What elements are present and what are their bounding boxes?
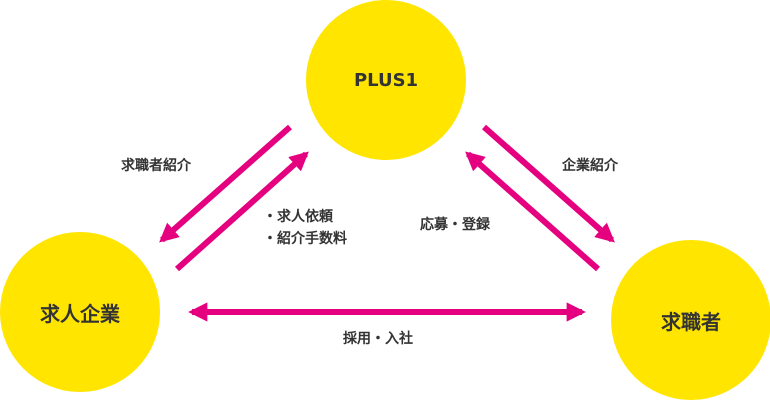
arrow-seeker-to-plus1 [465, 151, 600, 272]
arrow-plus1-to-seeker [482, 124, 615, 243]
arrow-plus1-to-company [159, 124, 292, 243]
node-plus1-label: PLUS1 [353, 69, 419, 91]
list-item: ・紹介手数料 [263, 231, 347, 247]
node-seeker-label: 求職者 [661, 309, 721, 334]
list-item: ・求人依頼 [263, 209, 333, 225]
label-seeker-introduction: 求職者紹介 [121, 158, 191, 174]
node-seeker: 求職者 [611, 240, 770, 400]
label-company-introduction: 企業紹介 [562, 158, 618, 174]
label-hiring-joining: 採用・入社 [343, 331, 413, 347]
arrow-company-to-plus1 [175, 151, 309, 272]
node-plus1: PLUS1 [306, 0, 466, 160]
label-application-registration: 応募・登録 [420, 217, 490, 233]
company-to-plus1-list: ・求人依頼 ・紹介手数料 [263, 206, 347, 250]
node-company-label: 求人企業 [40, 301, 120, 326]
node-company: 求人企業 [0, 232, 160, 392]
